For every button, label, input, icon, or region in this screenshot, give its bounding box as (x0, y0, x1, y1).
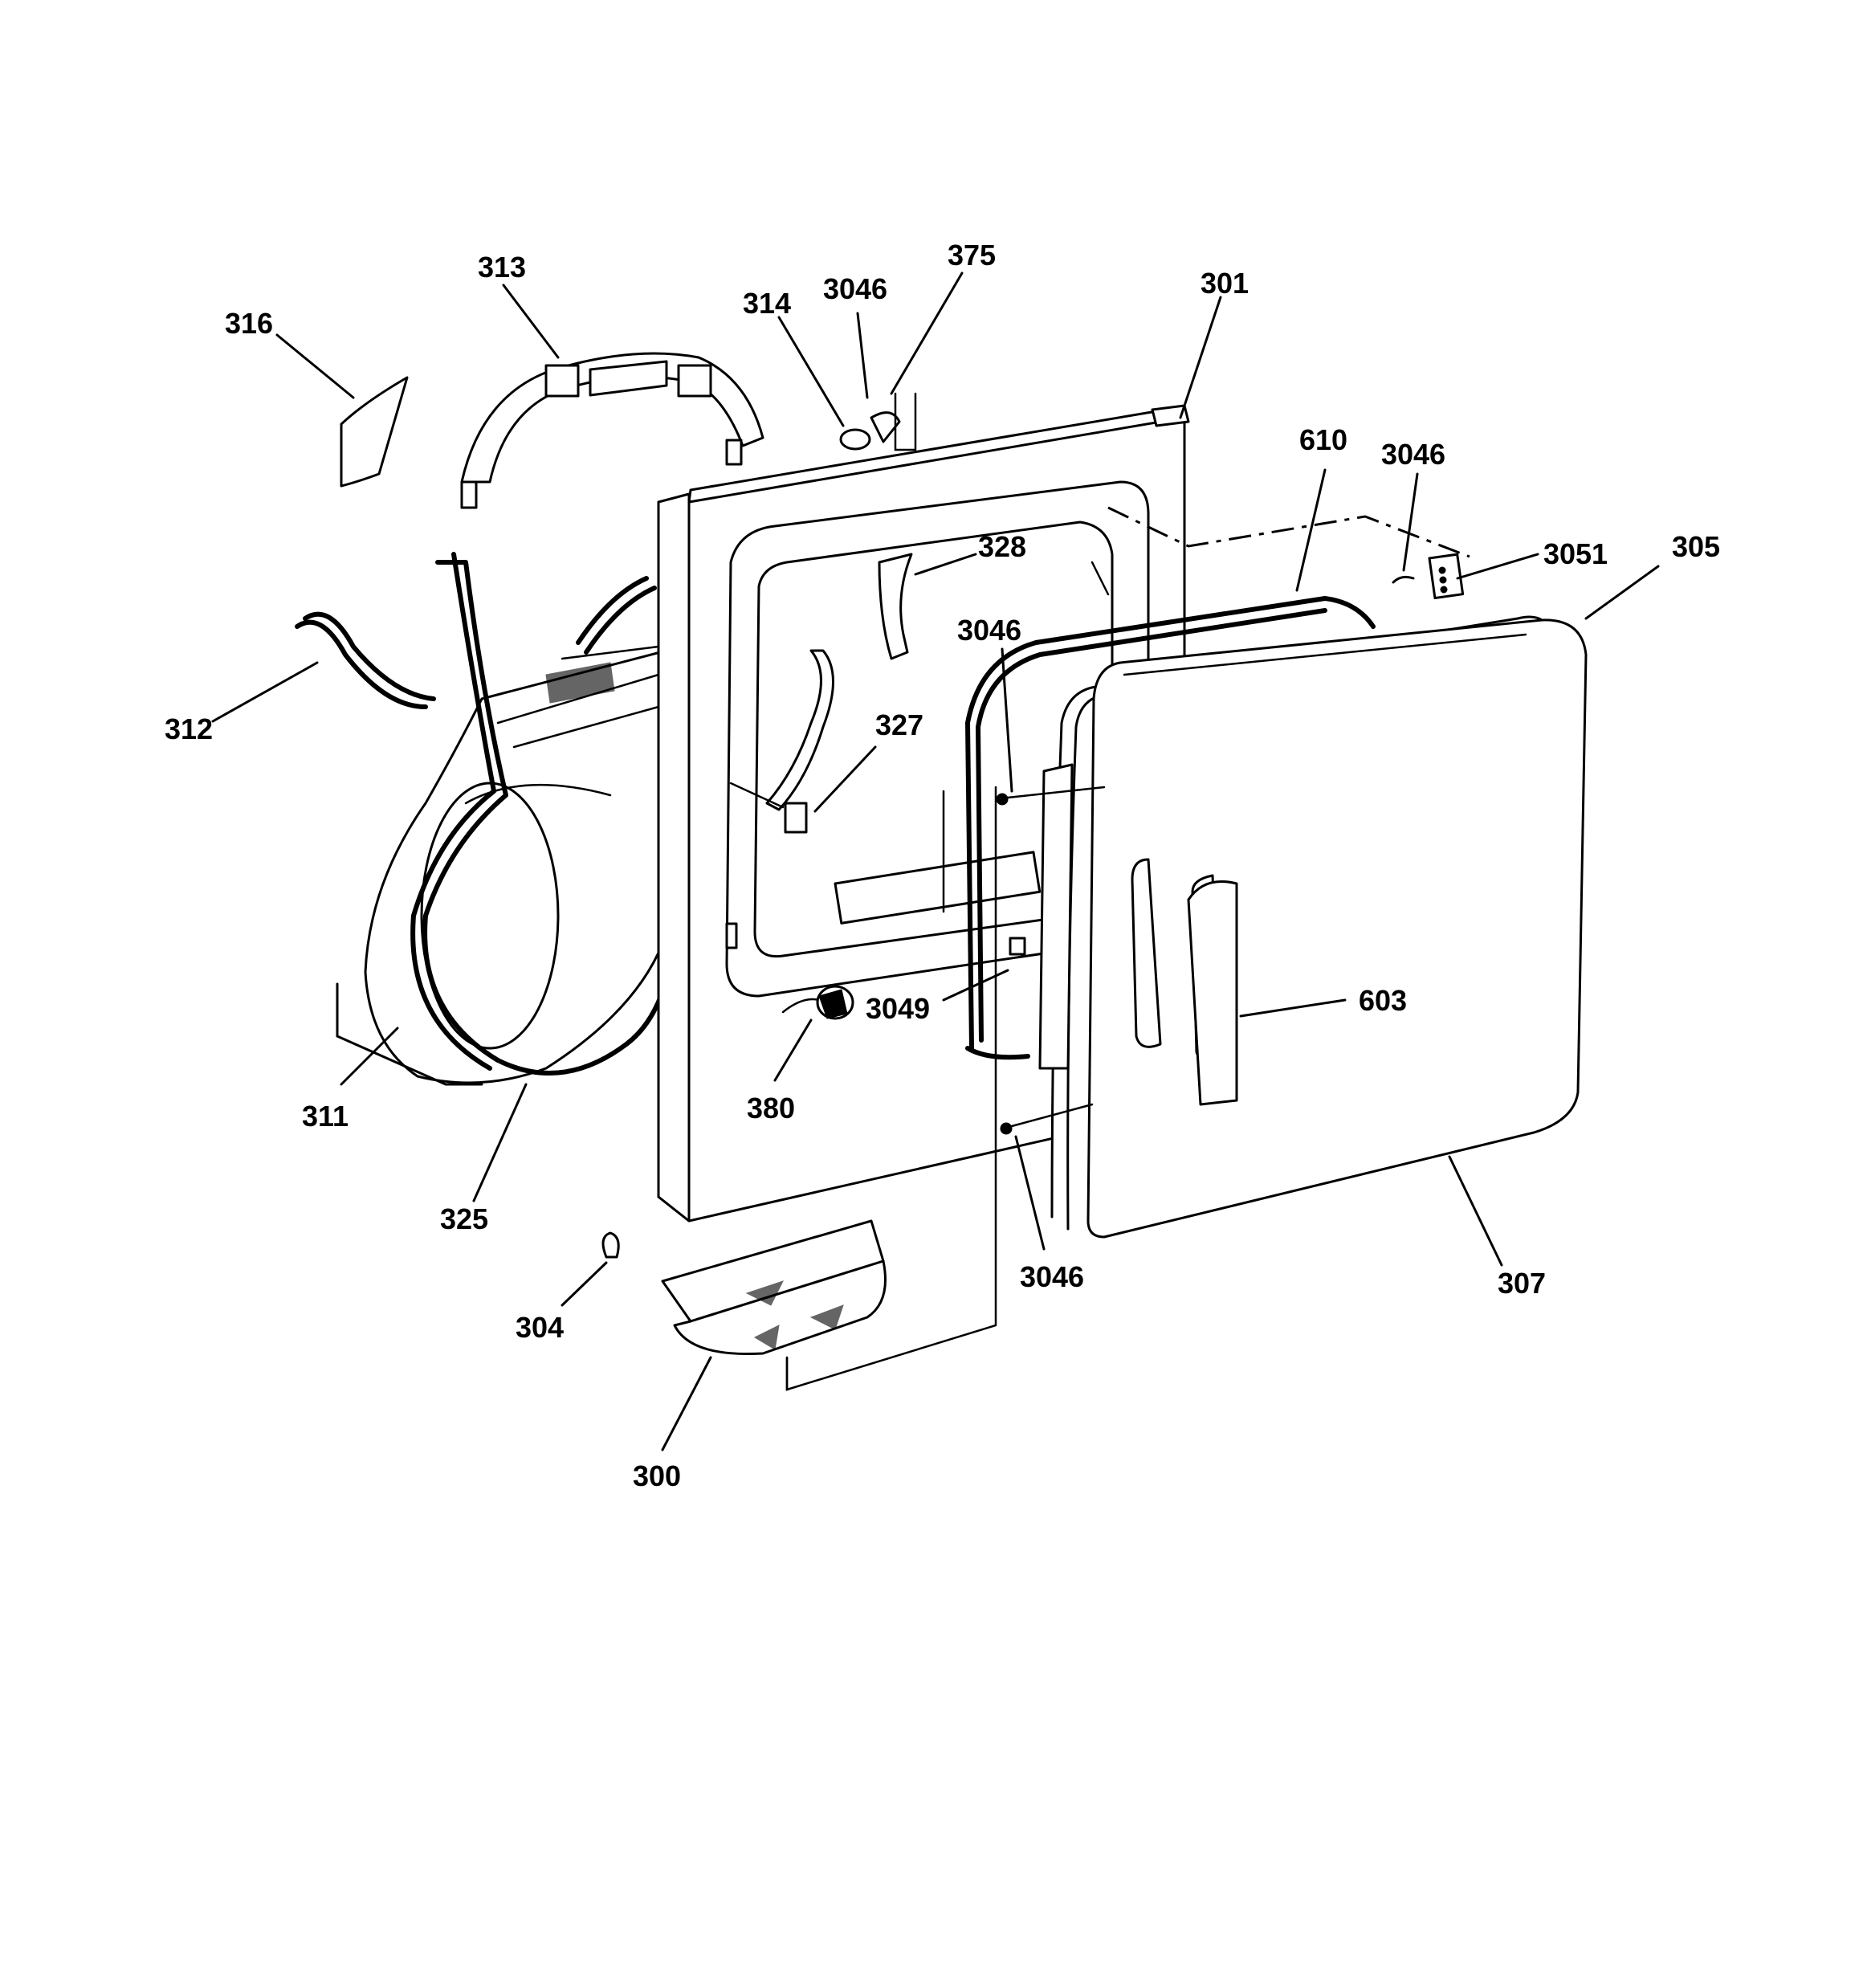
part-316-strip (340, 376, 409, 488)
part-3051-strike (1392, 553, 1465, 600)
callout-3046-door: 3046 (957, 614, 1021, 647)
callout-314: 314 (743, 287, 791, 320)
assembly-line-top (1107, 506, 1470, 558)
callout-3051: 3051 (1543, 537, 1608, 570)
part-312-hose (295, 576, 657, 709)
callout-3046-bottom: 3046 (1020, 1260, 1084, 1293)
part-328-latch-bracket (878, 553, 913, 660)
callout-316: 316 (225, 307, 273, 340)
callout-300: 300 (633, 1459, 681, 1492)
part-610-door-gasket (965, 596, 1376, 1060)
part-325-seal (410, 552, 673, 1076)
part-3049-clip (1009, 937, 1026, 956)
screw-3046-upper (996, 786, 1106, 806)
callout-3046-right: 3046 (1381, 438, 1445, 471)
callout-610: 610 (1299, 423, 1347, 456)
part-313-bracket (460, 352, 764, 509)
callout-labels: 316 313 314 3046 375 301 610 3046 3051 3… (165, 239, 1720, 1492)
callout-307: 307 (1498, 1267, 1546, 1300)
callout-311: 311 (302, 1100, 349, 1133)
part-311-drum-front (364, 645, 668, 1084)
leader-lines (211, 271, 1660, 1451)
callout-325: 325 (440, 1202, 488, 1235)
part-327-hinge (729, 649, 834, 834)
callout-305: 305 (1672, 530, 1720, 563)
callout-312: 312 (165, 712, 213, 745)
callout-327: 327 (875, 708, 923, 741)
callout-3049: 3049 (866, 992, 930, 1025)
screw-3046-lower (1000, 1103, 1094, 1135)
callout-375: 375 (948, 239, 996, 271)
part-314-switch (839, 392, 917, 451)
callout-304: 304 (516, 1311, 564, 1344)
callout-313: 313 (478, 251, 526, 284)
callout-301: 301 (1201, 267, 1249, 300)
callout-3046-top: 3046 (823, 272, 887, 305)
callout-603: 603 (1359, 984, 1407, 1017)
callout-380: 380 (747, 1092, 795, 1125)
part-380-knob (781, 985, 854, 1020)
part-304-foot (601, 1231, 620, 1259)
callout-328: 328 (978, 530, 1026, 563)
part-305-outer-door (1086, 618, 1588, 1239)
part-300-lint-filter (661, 1219, 887, 1356)
